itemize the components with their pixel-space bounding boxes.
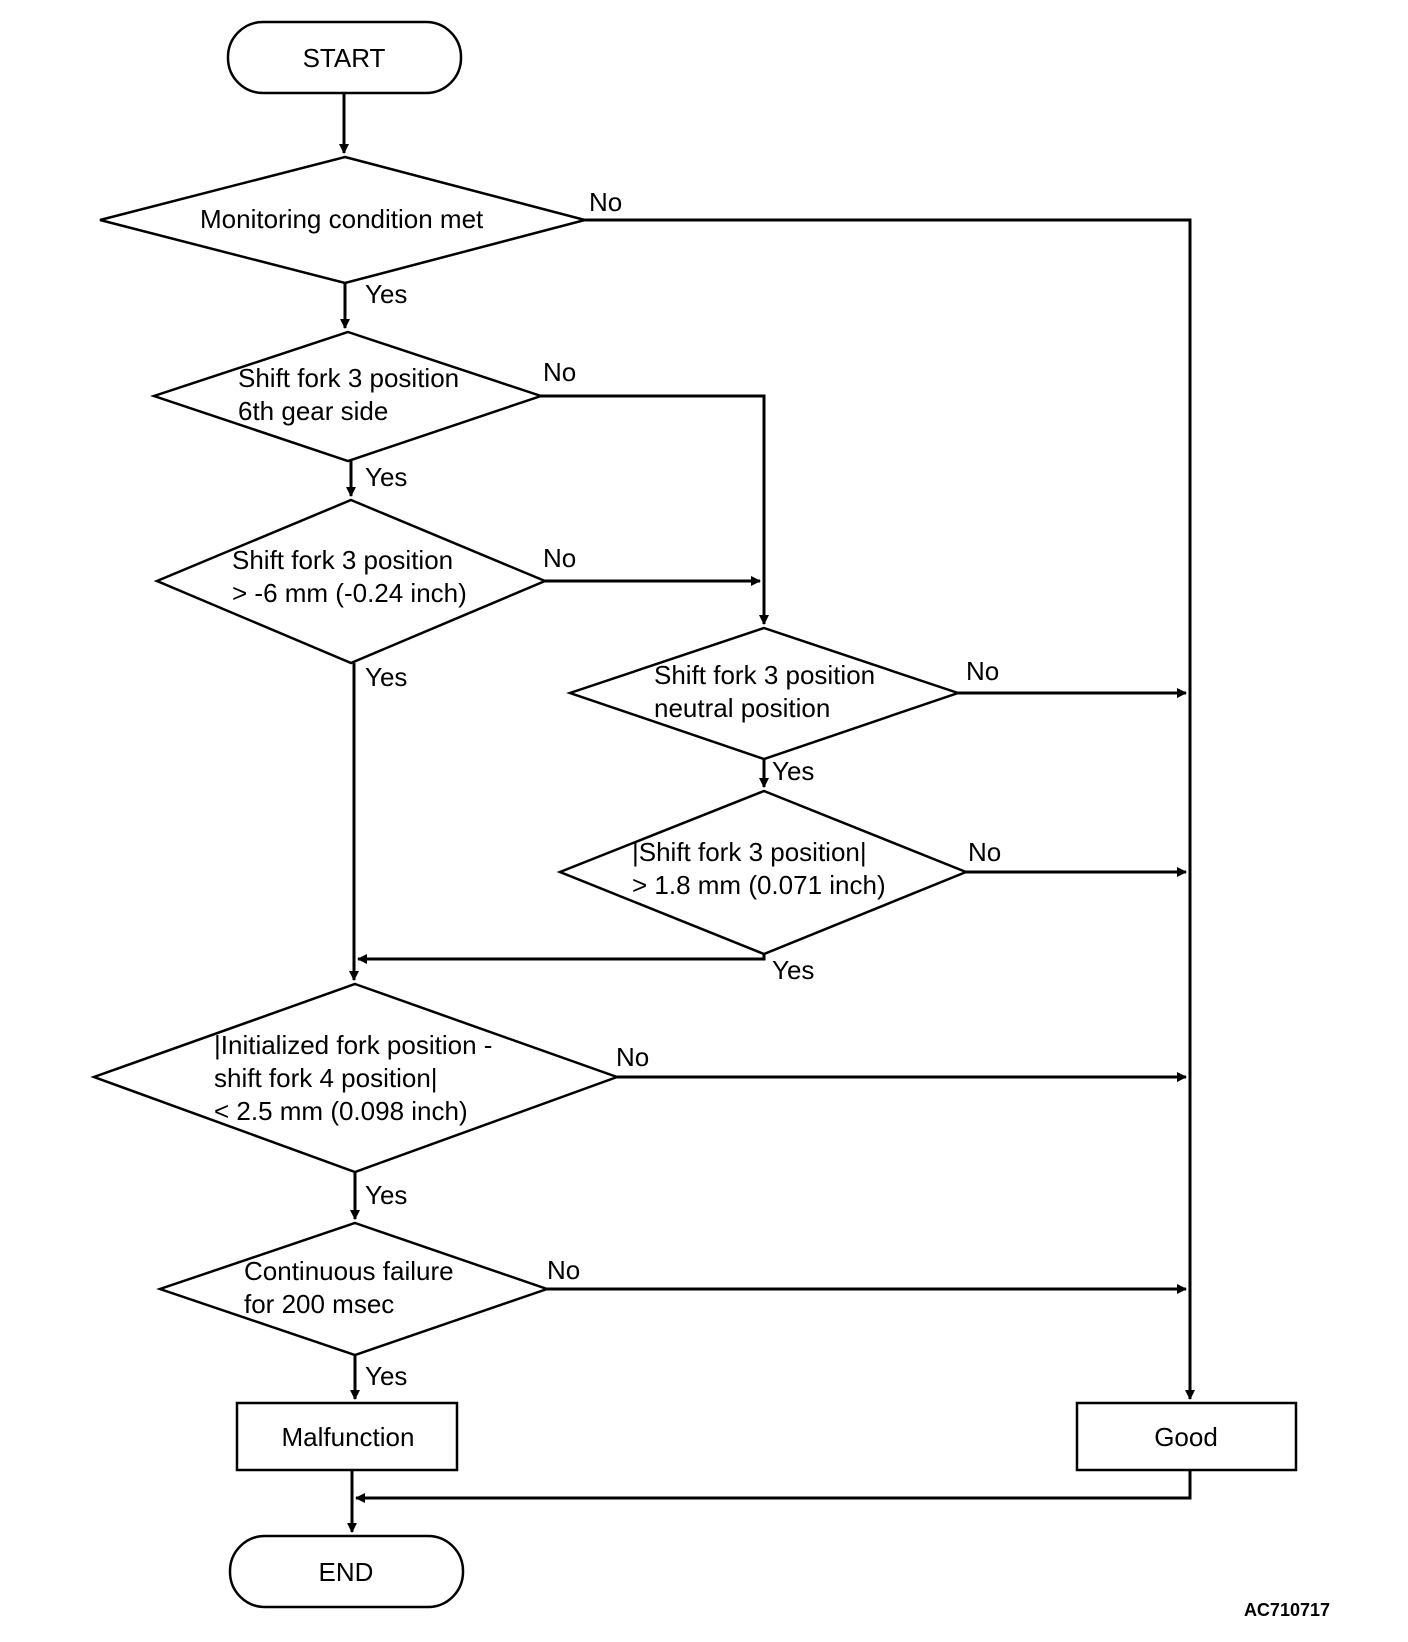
label-monitoring-yes: Yes xyxy=(365,279,407,309)
result-malfunction-box xyxy=(235,1401,459,1472)
decision-fork4-line-3: < 2.5 mm (0.098 inch) xyxy=(214,1096,468,1126)
decision-fork3-greater-text: Shift fork 3 position > -6 mm (-0.24 inc… xyxy=(232,545,467,608)
decision-fork4-line-2: shift fork 4 position| xyxy=(214,1063,438,1093)
reference-code: AC710717 xyxy=(1244,1600,1330,1620)
arrow-good-to-end-merge xyxy=(355,1470,1192,1503)
arrow-fork3-absolute-yes xyxy=(357,954,766,964)
result-good-label: Good xyxy=(1154,1422,1218,1452)
decision-fork3-absolute-line-2: > 1.8 mm (0.071 inch) xyxy=(632,870,886,900)
end-label: END xyxy=(319,1557,374,1587)
decision-fork3-6th-gear xyxy=(150,330,545,463)
decision-fork4-position-text: |Initialized fork position - shift fork … xyxy=(214,1030,500,1126)
decision-fork3-6th-line-1: Shift fork 3 position xyxy=(238,363,459,393)
decision-fork3-greater xyxy=(153,498,549,665)
label-continuous-yes: Yes xyxy=(365,1361,407,1391)
decision-fork3-greater-line-1: Shift fork 3 position xyxy=(232,545,453,575)
decision-fork3-greater-line-2: > -6 mm (-0.24 inch) xyxy=(232,578,467,608)
decision-monitoring-condition-text: Monitoring condition met xyxy=(200,204,484,234)
decision-fork3-neutral-line-1: Shift fork 3 position xyxy=(654,660,875,690)
label-continuous-no: No xyxy=(547,1255,580,1285)
label-monitoring-no: No xyxy=(589,187,622,217)
label-fork3-greater-yes: Yes xyxy=(365,662,407,692)
label-fork3-6th-yes: Yes xyxy=(365,462,407,492)
decision-fork3-neutral-line-2: neutral position xyxy=(654,693,830,723)
result-malfunction-label: Malfunction xyxy=(282,1422,415,1452)
result-good-box xyxy=(1075,1401,1298,1472)
decision-monitoring-line-1: Monitoring condition met xyxy=(200,204,484,234)
decision-continuous-line-2: for 200 msec xyxy=(244,1289,394,1319)
arrow-fork3-6th-no xyxy=(541,394,769,625)
decision-fork3-6th-line-2: 6th gear side xyxy=(238,396,388,426)
decision-continuous-failure-text: Continuous failure for 200 msec xyxy=(244,1256,461,1319)
label-fork4-no: No xyxy=(616,1042,649,1072)
decision-fork3-absolute-line-1: |Shift fork 3 position| xyxy=(632,837,867,867)
label-fork3-absolute-no: No xyxy=(968,837,1001,867)
decision-continuous-line-1: Continuous failure xyxy=(244,1256,454,1286)
decision-fork3-absolute-text: |Shift fork 3 position| > 1.8 mm (0.071 … xyxy=(632,837,886,900)
decision-fork3-6th-gear-text: Shift fork 3 position 6th gear side xyxy=(238,363,466,426)
label-fork3-absolute-yes: Yes xyxy=(772,955,814,985)
label-fork3-greater-no: No xyxy=(543,543,576,573)
arrow-monitoring-no-to-good xyxy=(585,218,1195,1400)
end-terminal xyxy=(228,1534,465,1609)
decision-fork4-line-1: |Initialized fork position - xyxy=(214,1030,492,1060)
label-fork4-yes: Yes xyxy=(365,1180,407,1210)
label-fork3-6th-no: No xyxy=(543,357,576,387)
decision-fork3-neutral-text: Shift fork 3 position neutral position xyxy=(654,660,882,723)
label-fork3-neutral-no: No xyxy=(966,656,999,686)
start-label: START xyxy=(303,43,386,73)
label-fork3-neutral-yes: Yes xyxy=(772,756,814,786)
